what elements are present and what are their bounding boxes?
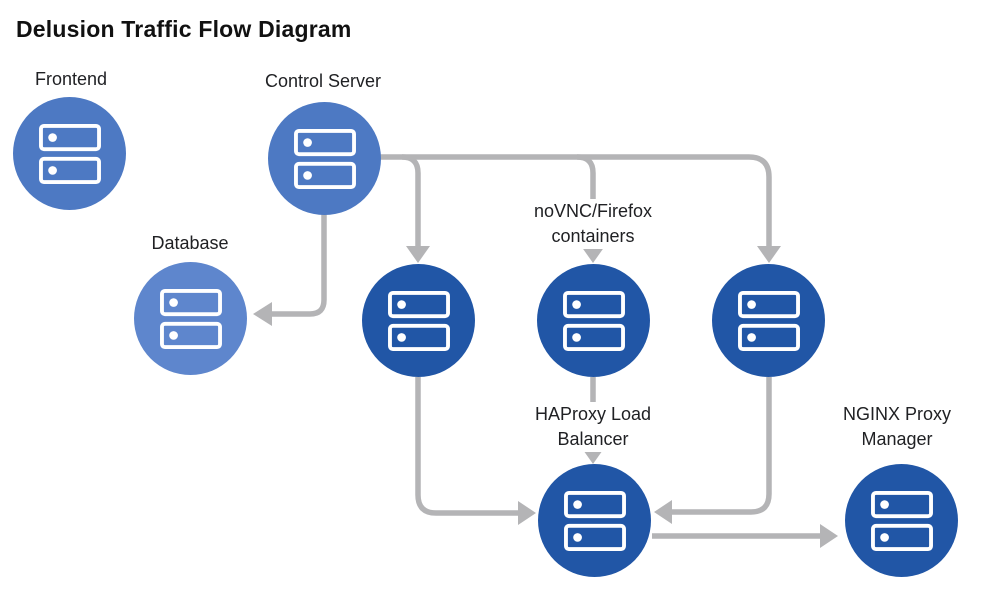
node-haproxy (538, 464, 651, 577)
server-icon (387, 290, 450, 351)
server-icon (38, 123, 101, 184)
node-novnc-container-3 (712, 264, 825, 377)
node-database (134, 262, 247, 375)
label-frontend: Frontend (34, 69, 108, 89)
server-icon (562, 290, 625, 351)
arrowhead-right-icon (820, 524, 838, 548)
edge-haproxy-to-nginx (652, 524, 838, 548)
arrowhead-right-icon (518, 501, 536, 525)
edge-control-to-database (253, 214, 327, 326)
label-database: Database (151, 233, 229, 253)
arrowhead-down-icon (757, 246, 781, 263)
arrowhead-left-icon (253, 302, 272, 326)
label-haproxy: HAProxy Load Balancer (513, 402, 673, 452)
node-novnc-container-2 (537, 264, 650, 377)
server-icon (870, 490, 933, 551)
label-control-server: Control Server (264, 71, 382, 91)
node-control-server (268, 102, 381, 215)
diagram-title: Delusion Traffic Flow Diagram (16, 16, 352, 42)
node-frontend (13, 97, 126, 210)
server-icon (563, 490, 626, 551)
edge-control-to-worker1 (401, 154, 430, 263)
node-novnc-container-1 (362, 264, 475, 377)
node-nginx-proxy-manager (845, 464, 958, 577)
label-nginx-proxy-manager: NGINX Proxy Manager (842, 404, 952, 449)
label-novnc-containers: noVNC/Firefox containers (504, 199, 682, 249)
server-icon (293, 128, 356, 189)
server-icon (737, 290, 800, 351)
arrowhead-down-icon (406, 246, 430, 263)
server-icon (159, 288, 222, 349)
arrowhead-left-icon (654, 500, 672, 524)
